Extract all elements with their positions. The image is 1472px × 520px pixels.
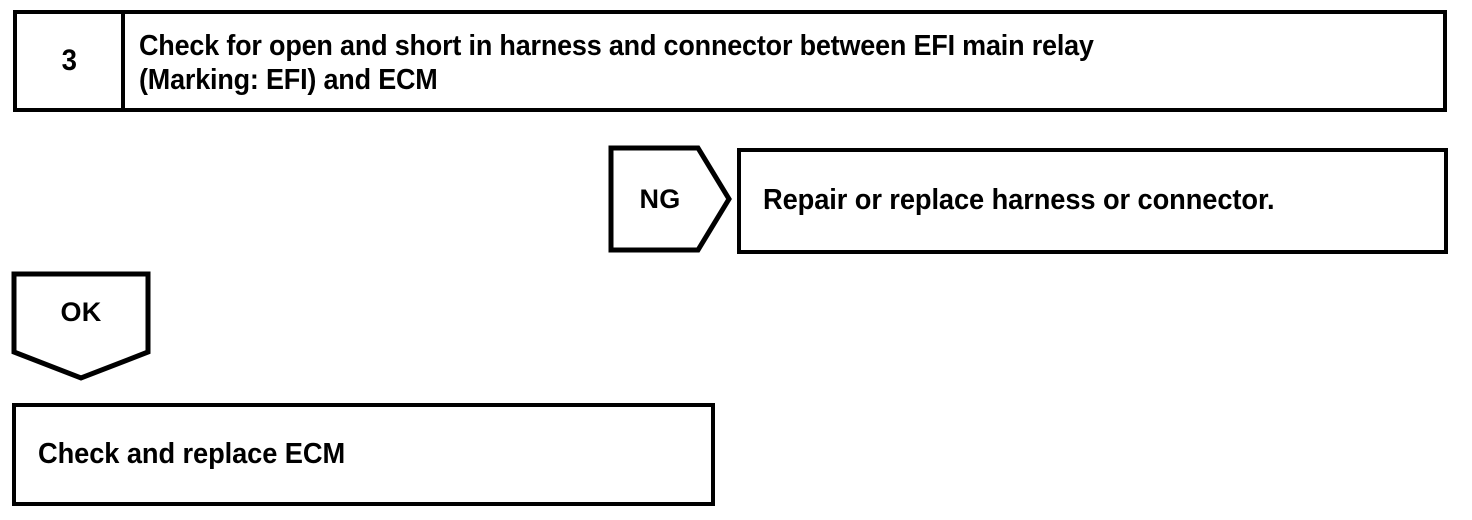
step-box: 3 Check for open and short in harness an… [13,10,1447,112]
ok-arrow-shape [11,271,151,381]
step-instruction-cell: Check for open and short in harness and … [129,14,1443,108]
ok-result-text: Check and replace ECM [38,437,346,470]
ng-result-text: Repair or replace harness or connector. [763,184,1275,217]
step-instruction-text: Check for open and short in harness and … [139,30,1094,96]
ok-result-box: Check and replace ECM [12,403,715,506]
step-number-cell: 3 [17,14,125,108]
ng-result-box: Repair or replace harness or connector. [737,148,1448,254]
ng-arrow-shape [608,145,732,253]
step-number: 3 [61,44,77,77]
